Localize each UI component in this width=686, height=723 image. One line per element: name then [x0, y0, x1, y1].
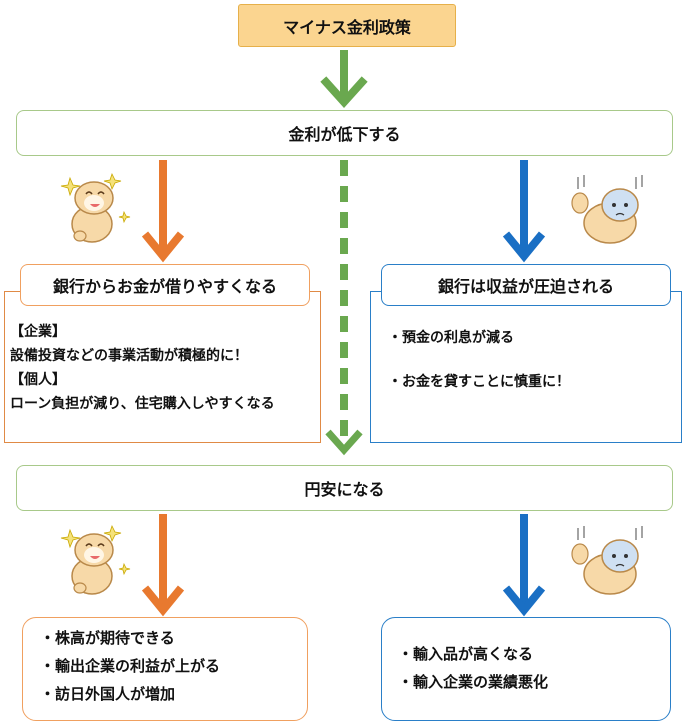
blue-arrow-lower — [502, 514, 546, 617]
orange-arrow-upper — [141, 160, 185, 263]
list-item: ・輸出企業の利益が上がる — [40, 657, 221, 675]
right-line: ・お金を貸すことに慎重に！ — [388, 374, 570, 390]
left-line: ローン負担が減り、住宅購入しやすくなる — [10, 396, 275, 412]
sad-dog-icon — [571, 175, 643, 244]
sad-dog-icon — [571, 526, 643, 595]
left-line: 【企業】 — [10, 324, 66, 340]
bottom-right-box — [381, 617, 671, 721]
left-panel-text: 【企業】 設備投資などの事業活動が積極的に！ 【個人】 ローン負担が減り、住宅購… — [10, 320, 275, 416]
happy-dog-icon — [60, 524, 131, 595]
right-panel-text: ・預金の利息が減る ・お金を貸すことに慎重に！ — [388, 326, 570, 394]
title-label: マイナス金利政策 — [283, 17, 411, 37]
left-header-box: 銀行からお金が借りやすくなる — [20, 264, 310, 306]
list-item: ・訪日外国人が増加 — [40, 685, 176, 703]
left-panel — [4, 291, 321, 443]
left-line: 【個人】 — [10, 372, 66, 388]
weak-yen-box: 円安になる — [16, 465, 673, 511]
rate-drop-box: 金利が低下する — [16, 110, 673, 156]
blue-arrow-upper — [502, 160, 546, 263]
happy-dog-icon — [60, 172, 131, 243]
bottom-right-list: ・輸入品が高くなる ・輸入企業の業績悪化 — [398, 640, 548, 696]
right-panel — [370, 291, 682, 443]
orange-arrow-lower — [141, 514, 185, 617]
weak-yen-label: 円安になる — [304, 480, 385, 499]
right-header-label: 銀行は収益が圧迫される — [437, 277, 614, 296]
list-item: ・輸入企業の業績悪化 — [398, 673, 549, 691]
list-item: ・輸入品が高くなる — [398, 645, 534, 663]
left-header-label: 銀行からお金が借りやすくなる — [52, 277, 277, 296]
green-dashed-arrow — [325, 160, 363, 456]
green-arrow-top — [320, 50, 368, 108]
list-item: ・株高が期待できる — [40, 629, 175, 647]
left-line: 設備投資などの事業活動が積極的に！ — [10, 348, 248, 364]
title-box: マイナス金利政策 — [238, 4, 456, 47]
bottom-left-box — [22, 617, 308, 721]
bottom-left-list: ・株高が期待できる ・輸出企業の利益が上がる ・訪日外国人が増加 — [40, 624, 220, 708]
rate-drop-label: 金利が低下する — [288, 125, 401, 144]
right-line: ・預金の利息が減る — [388, 330, 514, 346]
right-header-box: 銀行は収益が圧迫される — [381, 264, 671, 306]
